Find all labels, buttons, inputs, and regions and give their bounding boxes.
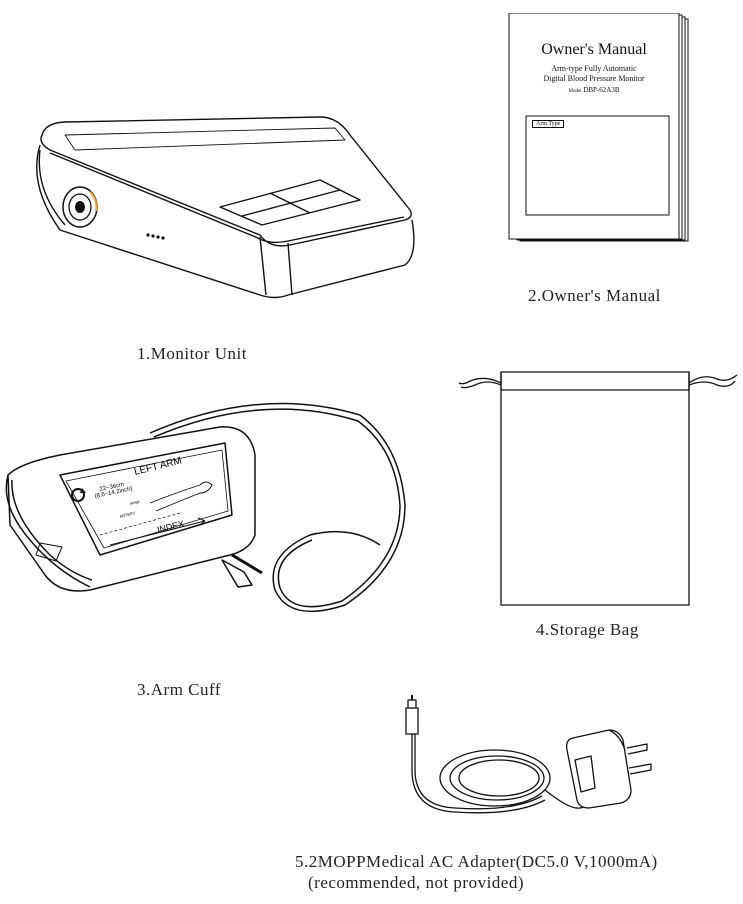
arm-cuff-drawing: 22~36cm (8.6~14.2inch) LEFT ARM INDEX AR… [5, 402, 406, 612]
indicator-dots-icon [146, 233, 165, 240]
manual-subtitle-2: Digital Blood Pressure Monitor [543, 74, 645, 83]
manual-model-label: Model [568, 89, 582, 94]
manual-title: Owner's Manual [541, 41, 647, 58]
air-connector-icon [62, 186, 98, 228]
owners-manual-figure: Owner's Manual Arm-type Fully Automatic … [508, 13, 698, 248]
owners-manual-caption: 2.Owner's Manual [528, 286, 661, 305]
monitor-unit-drawing [36, 116, 415, 299]
drawstring-icon [458, 374, 738, 389]
cuff-small-text-2: range [129, 498, 141, 506]
manual-model-value: DBP-62A3B [583, 86, 620, 94]
manual-arm-type-label: Arm Type [532, 120, 565, 128]
monitor-unit-figure [20, 95, 430, 305]
arm-cuff-caption: 3.Arm Cuff [137, 680, 222, 699]
cuff-small-text-1: ARTERY [119, 510, 136, 519]
ac-adapter-caption-line-1: 5.2MOPPMedical AC Adapter(DC5.0 V,1000mA… [295, 852, 658, 871]
ac-adapter-figure [395, 690, 675, 840]
storage-bag-figure [455, 365, 740, 615]
manual-pages-drawing [508, 13, 689, 242]
storage-bag-drawing [458, 371, 738, 606]
ac-adapter-caption-line-2: (recommended, not provided) [308, 873, 525, 892]
ac-adapter-drawing [405, 695, 652, 814]
cuff-range-cm: 22~36cm [99, 482, 125, 493]
manual-model-line: Model DBP-62A3B [508, 86, 680, 94]
manual-subtitle-1: Arm-type Fully Automatic [551, 64, 637, 73]
refresh-arrow-icon [71, 488, 86, 502]
arm-cuff-figure: 22~36cm (8.6~14.2inch) LEFT ARM INDEX AR… [0, 375, 420, 615]
storage-bag-caption: 4.Storage Bag [536, 620, 639, 639]
monitor-unit-caption: 1.Monitor Unit [137, 344, 247, 363]
